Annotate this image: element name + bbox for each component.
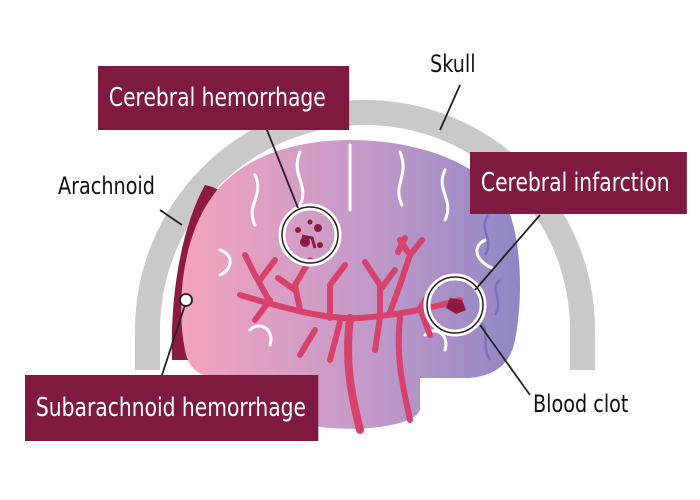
subarachnoid-hemorrhage-label: Subarachnoid hemorrhage xyxy=(25,375,319,441)
brain-shape xyxy=(181,140,520,429)
blood-clot-label: Blood clot xyxy=(533,390,629,418)
subarachnoid-pointer-dot xyxy=(179,293,193,307)
arachnoid-label: Arachnoid xyxy=(58,172,155,200)
cerebral-infarction-label: Cerebral infarction xyxy=(470,152,687,214)
leader-lines xyxy=(159,84,541,396)
blood-clot-zoom xyxy=(423,273,487,337)
cerebral-hemorrhage-zoom xyxy=(278,203,342,267)
skull-label: Skull xyxy=(430,50,476,78)
cerebral-hemorrhage-label: Cerebral hemorrhage xyxy=(98,66,350,130)
